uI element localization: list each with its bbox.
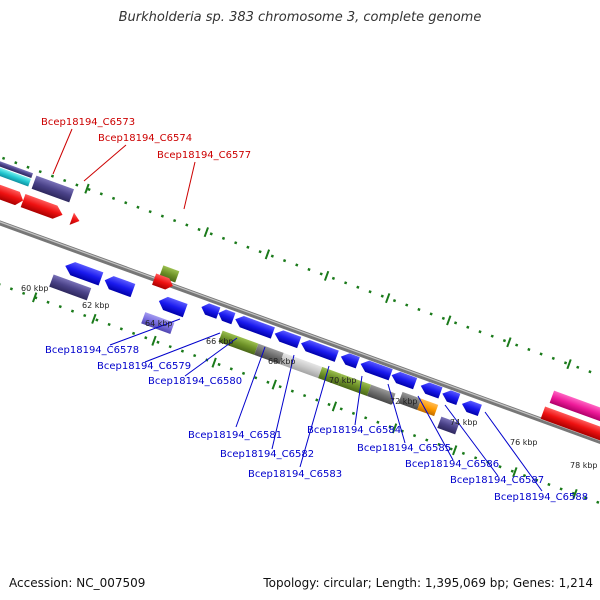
reverse-label-group: Bcep18194_C6578 Bcep18194_C6579 Bcep1819… [45, 345, 588, 503]
forward-gene-purple-top[interactable] [0, 158, 33, 178]
reverse-gene-C6586[interactable] [366, 384, 396, 405]
gene-label-C6574[interactable]: Bcep18194_C6574 [98, 133, 192, 144]
reverse-gene-blue-2[interactable] [102, 274, 136, 298]
forward-gene-red-small[interactable] [69, 212, 82, 228]
map-title: Burkholderia sp. 383 chromosome 3, compl… [118, 10, 482, 25]
forward-gene-pink[interactable] [549, 390, 600, 425]
reverse-gene-gray-3[interactable] [398, 391, 422, 410]
gene-label-C6584[interactable]: Bcep18194_C6584 [307, 425, 401, 436]
reverse-gene-blue-13[interactable] [460, 398, 482, 417]
tick-label-66kbp: 66 kbp [206, 337, 234, 346]
outer-major-ticks [84, 183, 572, 370]
forward-label-group: Bcep18194_C6573 Bcep18194_C6574 Bcep1819… [41, 117, 251, 161]
gene-label-C6585[interactable]: Bcep18194_C6585 [357, 443, 451, 454]
gene-label-C6580[interactable]: Bcep18194_C6580 [148, 376, 242, 387]
reverse-gene-blue-10[interactable] [390, 369, 418, 390]
reverse-gene-C6582[interactable] [254, 343, 284, 365]
tick-label-70kbp: 70 kbp [329, 376, 357, 385]
reverse-gene-blue-8[interactable] [339, 351, 360, 369]
tick-label-64kbp: 64 kbp [145, 319, 173, 328]
genome-backbone-highlight [0, 211, 600, 469]
gene-label-C6583[interactable]: Bcep18194_C6583 [248, 469, 342, 480]
genome-backbone [0, 210, 600, 472]
map-track-group [0, 156, 600, 525]
tick-label-74kbp: 74 kbp [450, 418, 478, 427]
reverse-gene-C6587[interactable] [417, 398, 439, 417]
forward-gene-C6573[interactable] [31, 175, 74, 203]
gene-label-C6581[interactable]: Bcep18194_C6581 [188, 430, 282, 441]
forward-gene-cyan[interactable] [0, 163, 31, 187]
reverse-gene-blue-7[interactable] [299, 338, 339, 362]
forward-leader-lines [52, 128, 196, 210]
gene-label-C6579[interactable]: Bcep18194_C6579 [97, 361, 191, 372]
outer-tick-ruler [1, 156, 600, 413]
tick-label-62kbp: 62 kbp [82, 301, 110, 310]
inner-major-ticks [32, 292, 578, 500]
reverse-gene-C6585[interactable] [337, 374, 372, 396]
scale-tick-labels: 60 kbp 62 kbp 64 kbp 66 kbp 68 kbp 70 kb… [21, 284, 598, 470]
gene-label-C6577[interactable]: Bcep18194_C6577 [157, 150, 251, 161]
reverse-gene-blue-6[interactable] [273, 328, 302, 349]
reverse-gene-blue-5[interactable] [233, 314, 275, 339]
forward-gene-C6574[interactable] [20, 193, 65, 222]
reverse-gene-blue-4[interactable] [216, 307, 236, 325]
gene-label-C6588[interactable]: Bcep18194_C6588 [494, 492, 588, 503]
tick-label-68kbp: 68 kbp [268, 357, 296, 366]
reverse-gene-C6583[interactable] [279, 352, 323, 379]
forward-gene-red-3[interactable] [540, 406, 600, 441]
gene-label-C6573[interactable]: Bcep18194_C6573 [41, 117, 135, 128]
tick-label-60kbp: 60 kbp [21, 284, 49, 293]
reverse-gene-blue-11[interactable] [419, 380, 443, 399]
reverse-gene-blue-3[interactable] [199, 301, 221, 319]
tick-label-72kbp: 72 kbp [390, 397, 418, 406]
reverse-gene-C6578[interactable] [49, 274, 92, 301]
forward-gene-red-1[interactable] [0, 178, 25, 207]
reverse-gene-blue-9[interactable] [359, 358, 393, 381]
forward-gene-red-2[interactable] [152, 273, 175, 291]
tick-label-76kbp: 76 kbp [510, 438, 538, 447]
reverse-gene-blue-12[interactable] [440, 388, 461, 406]
reverse-gene-C6584[interactable] [318, 366, 342, 386]
accession-text: Accession: NC_007509 [9, 576, 146, 590]
reverse-gene-blue-1[interactable] [63, 259, 104, 286]
reverse-gene-C6579[interactable] [156, 294, 188, 318]
reverse-gene-C6581[interactable] [218, 330, 259, 355]
tick-label-78kbp: 78 kbp [570, 461, 598, 470]
gene-label-C6587[interactable]: Bcep18194_C6587 [450, 475, 544, 486]
reverse-gene-C6588[interactable] [437, 416, 460, 435]
reverse-gene-C6580[interactable] [141, 312, 175, 334]
gene-label-C6578[interactable]: Bcep18194_C6578 [45, 345, 139, 356]
gene-label-C6586[interactable]: Bcep18194_C6586 [405, 459, 499, 470]
gene-label-C6582[interactable]: Bcep18194_C6582 [220, 449, 314, 460]
reverse-leader-lines [109, 318, 543, 492]
topology-text: Topology: circular; Length: 1,395,069 bp… [263, 576, 593, 590]
